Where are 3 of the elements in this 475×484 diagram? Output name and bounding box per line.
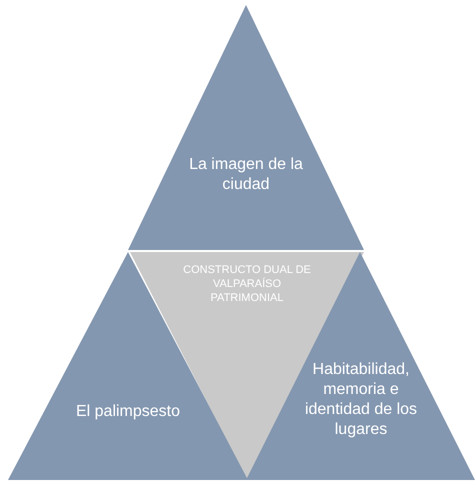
- node-label: La imagen de la ciudad: [188, 155, 304, 195]
- node-label: Habitabilidad, memoria e identidad de los lugares: [304, 360, 418, 440]
- node-label: El palimpsesto: [74, 402, 182, 422]
